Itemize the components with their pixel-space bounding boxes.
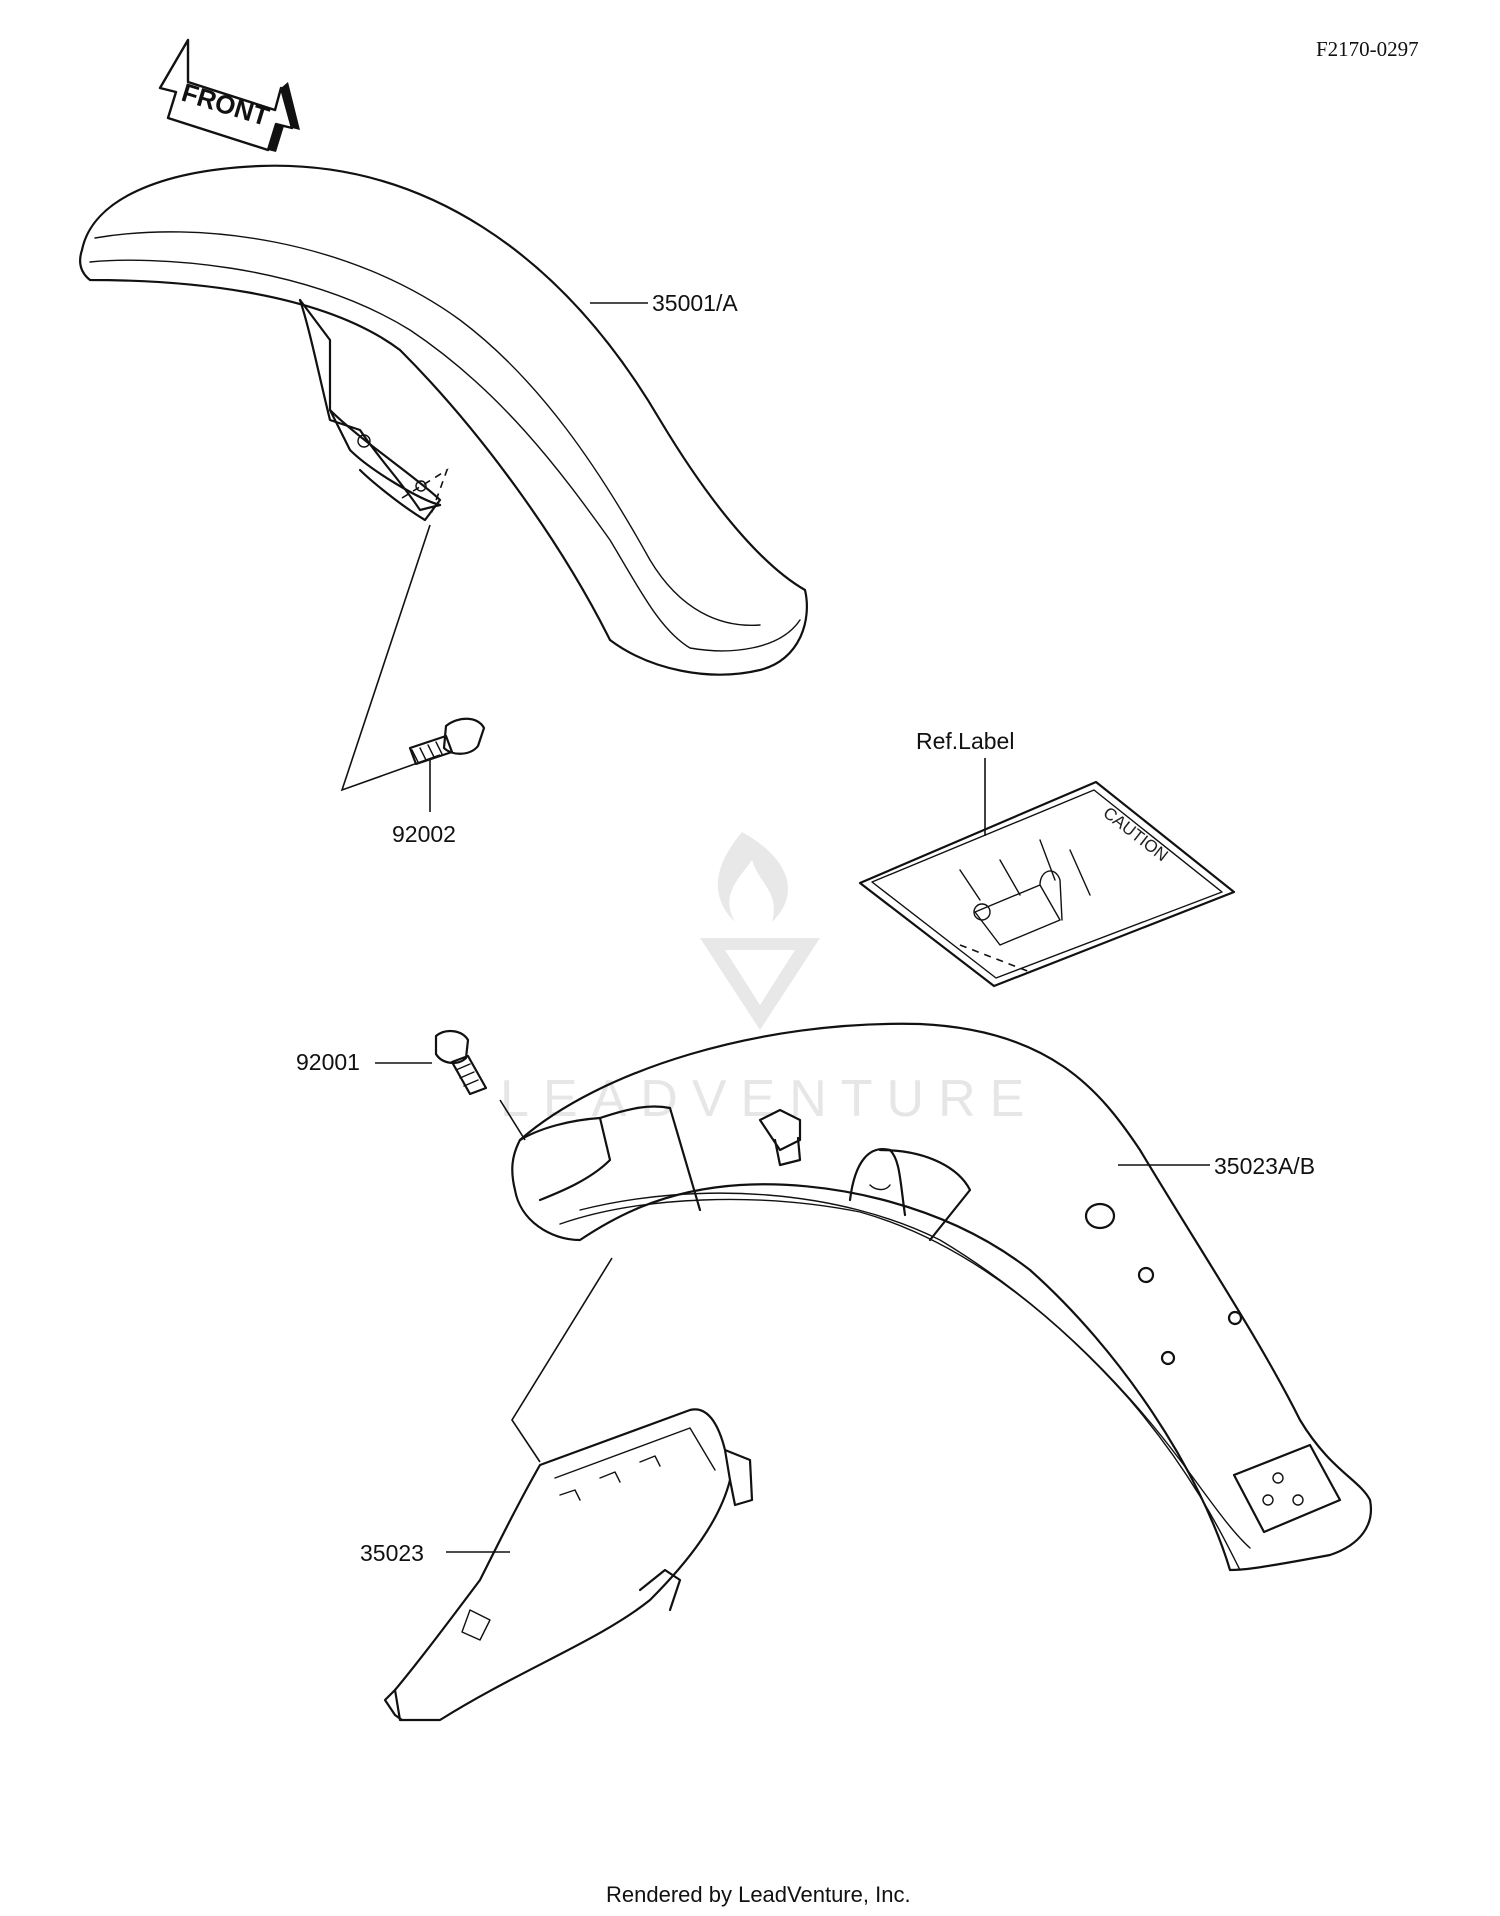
- front-direction-arrow: FRONT: [158, 38, 300, 152]
- rear-inner-part-number: 35023: [360, 1540, 424, 1566]
- leadventure-watermark: LEADVENTURE: [500, 832, 1024, 1128]
- v-logo-icon: [700, 938, 820, 1030]
- drawing-code: F2170-0297: [1316, 37, 1419, 61]
- caution-label-sticker: CAUTION: [858, 780, 1236, 988]
- front-fender-part-number: 35001/A: [652, 290, 738, 316]
- rear-fender-drawing: [511, 1022, 1373, 1572]
- front-bolt-drawing: [340, 524, 486, 792]
- front-bolt-part-number: 92002: [392, 821, 456, 847]
- rear-bolt-drawing: [434, 1030, 526, 1141]
- rear-bolt-part-number: 92001: [296, 1049, 360, 1075]
- rear-inner-fender-drawing: [383, 1408, 754, 1722]
- rear-fender-part-number: 35023A/B: [1214, 1153, 1315, 1179]
- rendered-by-footer: Rendered by LeadVenture, Inc.: [606, 1882, 911, 1907]
- ref-label-title: Ref.Label: [916, 728, 1014, 754]
- rear-inner-connector-leader: [511, 1257, 613, 1463]
- front-fender-drawing: [79, 164, 808, 676]
- flame-logo-icon: [717, 832, 788, 922]
